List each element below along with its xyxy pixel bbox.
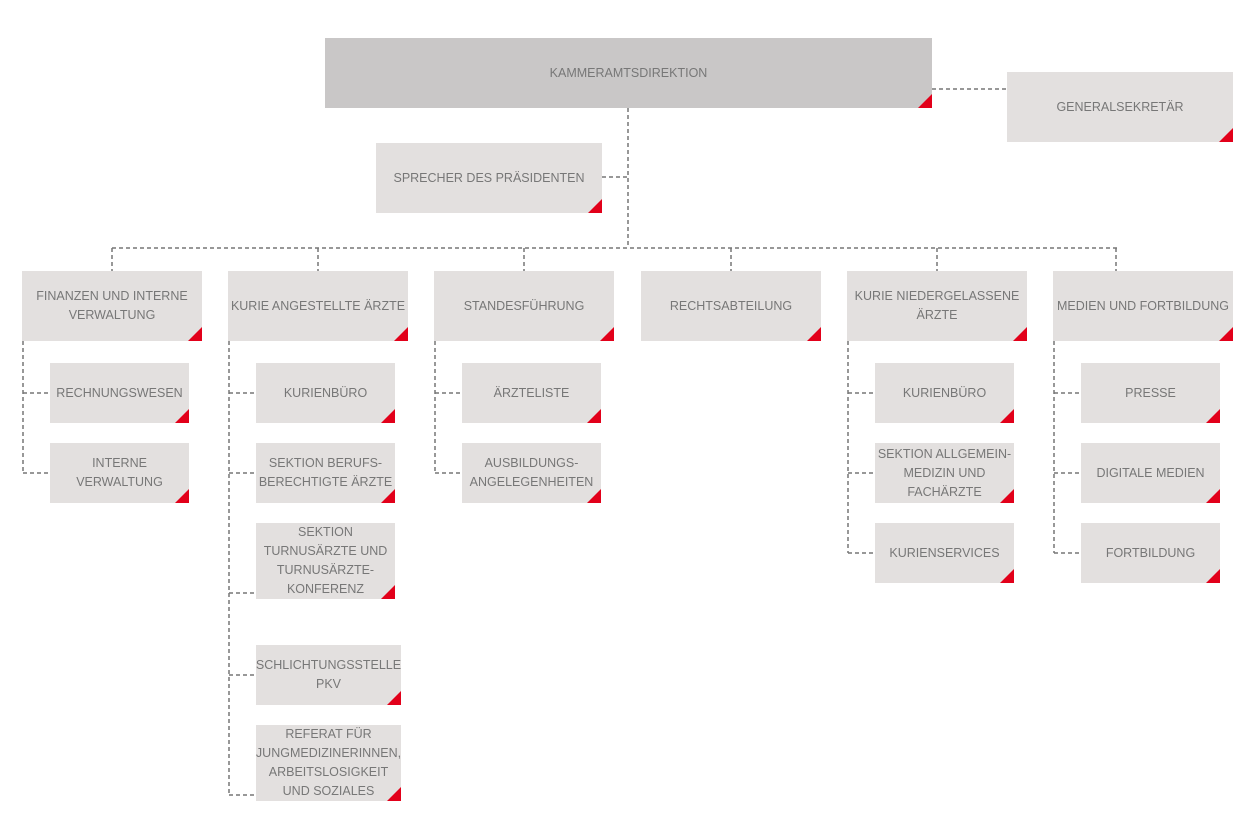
corner-marker [188,327,202,341]
box-label: RECHTSABTEILUNG [669,298,793,313]
dept-box[interactable]: STANDESFÜHRUNG [434,271,614,341]
corner-marker [387,691,401,705]
box-label: KURIENBÜRO [902,385,987,400]
box-label: SEKTION ALLGEMEIN- MEDIZIN UND FACHÄRZTE [877,446,1012,499]
corner-marker [175,409,189,423]
corner-marker [1013,327,1027,341]
corner-marker [1206,409,1220,423]
corner-marker [1206,489,1220,503]
dept-box[interactable]: KURIE ANGESTELLTE ÄRZTE [228,271,408,341]
corner-marker [1219,128,1233,142]
dept-box[interactable]: MEDIEN UND FORTBILDUNG [1053,271,1233,341]
corner-marker [381,489,395,503]
box-label: KURIENBÜRO [283,385,368,400]
sub-box[interactable]: SEKTION ALLGEMEIN- MEDIZIN UND FACHÄRZTE [875,443,1014,503]
sub-box[interactable]: SEKTION BERUFS- BERECHTIGTE ÄRZTE [256,443,395,503]
corner-marker [807,327,821,341]
sub-box[interactable]: INTERNE VERWALTUNG [50,443,189,503]
sub-box[interactable]: KURIENSERVICES [875,523,1014,583]
dept-box[interactable]: FINANZEN UND INTERNE VERWALTUNG [22,271,202,341]
corner-marker [1000,409,1014,423]
corner-marker [1219,327,1233,341]
box-label: INTERNE VERWALTUNG [76,456,163,489]
sub-box[interactable]: SCHLICHTUNGSSTELLE PKV [256,645,401,705]
corner-marker [587,489,601,503]
corner-marker [1000,489,1014,503]
corner-marker [588,199,602,213]
box-label: KURIENSERVICES [889,545,1000,560]
box-label: MEDIEN UND FORTBILDUNG [1056,298,1229,313]
box-label: GENERALSEKRETÄR [1056,99,1184,114]
sub-box[interactable]: REFERAT FÜR JUNGMEDIZINERINNEN, ARBEITSL… [256,725,401,801]
box-label: FINANZEN UND INTERNE VERWALTUNG [36,289,188,322]
corner-marker [387,787,401,801]
box-label: SCHLICHTUNGSSTELLE PKV [255,658,402,691]
sub-box[interactable]: ÄRZTELISTE [462,363,601,423]
box-label: STANDESFÜHRUNG [463,298,585,313]
sub-box[interactable]: KURIENBÜRO [256,363,395,423]
corner-marker [381,585,395,599]
corner-marker [381,409,395,423]
box-sprecher[interactable]: SPRECHER DES PRÄSIDENTEN [376,143,602,213]
box-label: KAMMERAMTSDIREKTION [549,65,708,80]
sub-box[interactable]: SEKTION TURNUSÄRZTE UND TURNUSÄRZTE- KON… [256,523,395,599]
box-label: KURIE ANGESTELLTE ÄRZTE [230,298,406,313]
corner-marker [600,327,614,341]
sub-box[interactable]: KURIENBÜRO [875,363,1014,423]
box-label: RECHNUNGSWESEN [56,385,183,400]
corner-marker [918,94,932,108]
corner-marker [1206,569,1220,583]
corner-marker [394,327,408,341]
box-label: SPRECHER DES PRÄSIDENTEN [393,170,585,185]
box-label: SEKTION BERUFS- BERECHTIGTE ÄRZTE [258,456,393,489]
sub-box[interactable]: DIGITALE MEDIEN [1081,443,1220,503]
corner-marker [587,409,601,423]
corner-marker [175,489,189,503]
dept-box[interactable]: KURIE NIEDERGELASSENE ÄRZTE [847,271,1027,341]
box-label: FORTBILDUNG [1105,545,1196,560]
box-label: SEKTION TURNUSÄRZTE UND TURNUSÄRZTE- KON… [263,525,388,596]
box-kammeramtsdirektion[interactable]: KAMMERAMTSDIREKTION [325,38,932,108]
box-label: ÄRZTELISTE [493,385,570,400]
dept-box[interactable]: RECHTSABTEILUNG [641,271,821,341]
sub-box[interactable]: RECHNUNGSWESEN [50,363,189,423]
sub-box[interactable]: AUSBILDUNGS- ANGELEGENHEITEN [462,443,601,503]
box-label: AUSBILDUNGS- ANGELEGENHEITEN [469,456,594,489]
corner-marker [1000,569,1014,583]
box-generalsekretaer[interactable]: GENERALSEKRETÄR [1007,72,1233,142]
sub-box[interactable]: PRESSE [1081,363,1220,423]
box-label: REFERAT FÜR JUNGMEDIZINERINNEN, ARBEITSL… [255,727,402,798]
box-label: PRESSE [1125,385,1176,400]
sub-box[interactable]: FORTBILDUNG [1081,523,1220,583]
box-label: DIGITALE MEDIEN [1096,465,1205,480]
box-label: KURIE NIEDERGELASSENE ÄRZTE [854,289,1020,322]
